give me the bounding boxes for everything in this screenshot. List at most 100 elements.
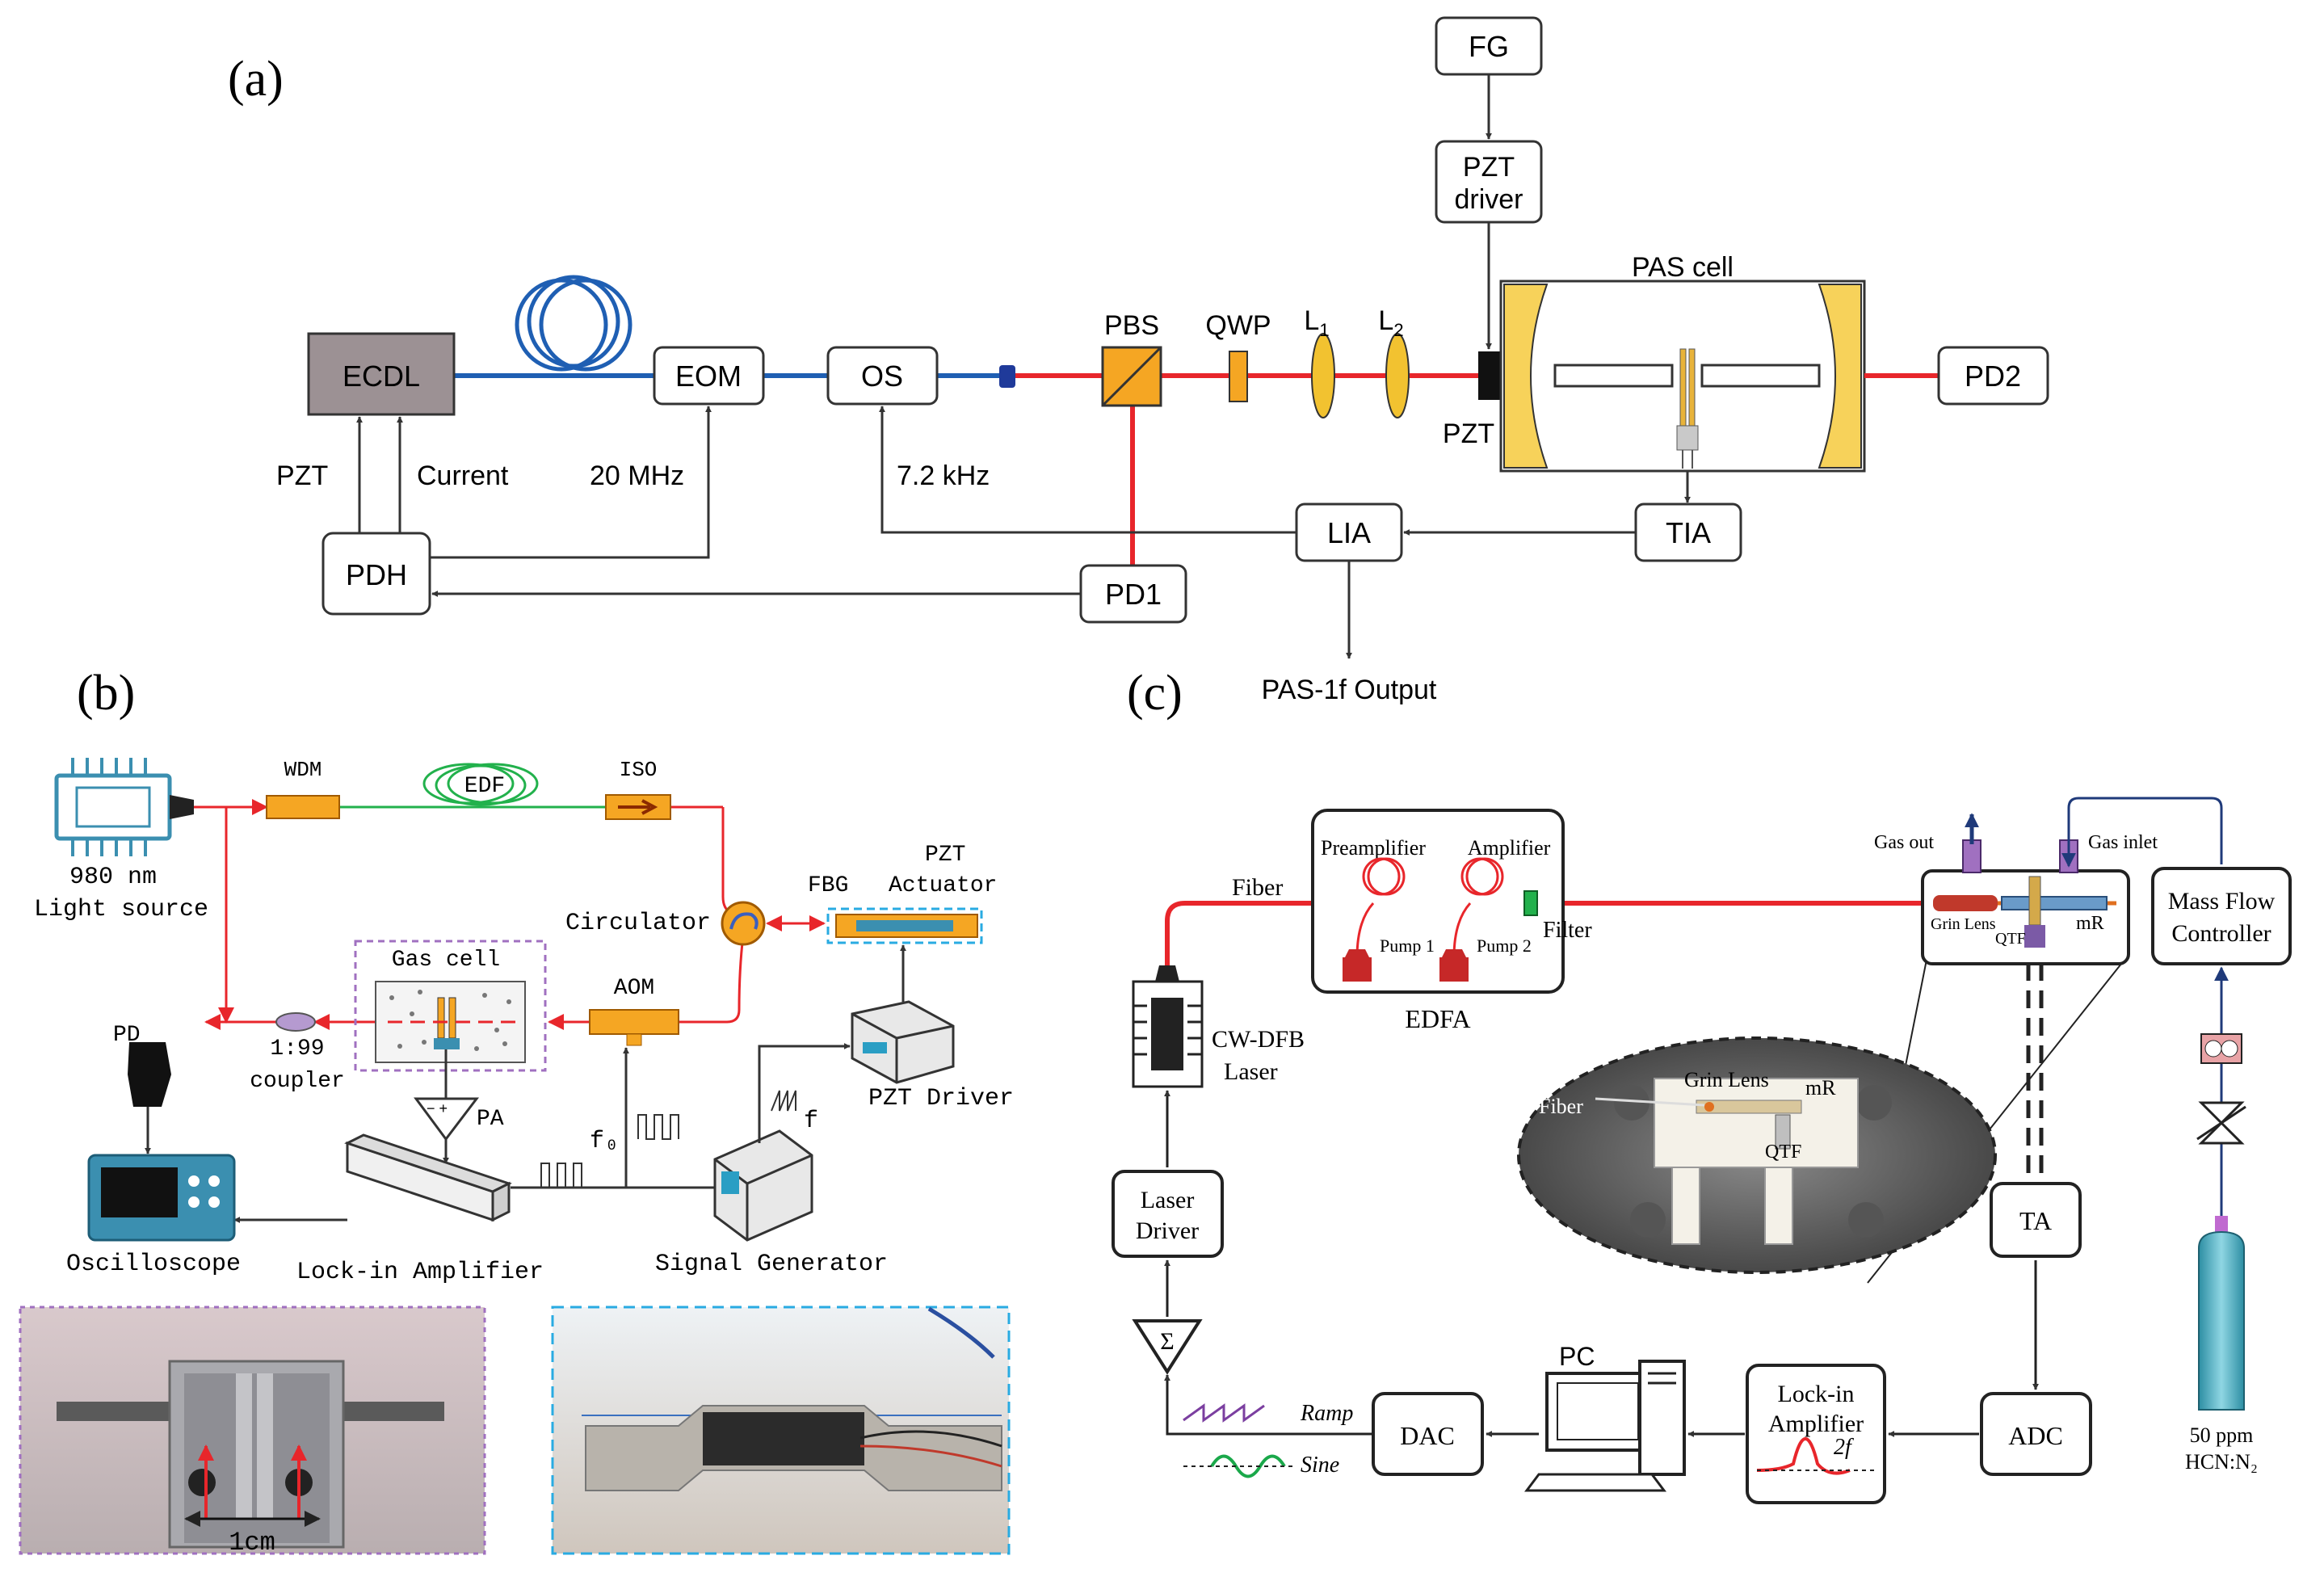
l1-label: L1 (1304, 305, 1329, 340)
edfa-label: EDFA (1405, 1004, 1470, 1033)
resonator-tube-right (1700, 364, 1821, 388)
mfc-box (2151, 867, 2292, 965)
pa-label: PA (477, 1107, 504, 1132)
pdh-label: PDH (346, 558, 407, 591)
pa-icon (414, 1097, 480, 1142)
f-label: f (804, 1108, 818, 1135)
ta-label: TA (2019, 1206, 2052, 1235)
mr-tube-icon (2001, 896, 2108, 910)
pas-cell-label: PAS cell (1632, 252, 1734, 283)
os-label: OS (861, 360, 903, 393)
qtf-label: QTF (1995, 930, 2026, 948)
laser-label-1: CW-DFB (1212, 1026, 1305, 1053)
inset-fiber-label: Fiber (1539, 1095, 1583, 1118)
fbg-grating (856, 920, 953, 931)
fg-label: FG (1469, 30, 1509, 63)
fiber-coil-icon (515, 275, 632, 372)
wdm-icon (266, 795, 340, 819)
gas-label-2: HCN:N₂ (2185, 1450, 2258, 1474)
sigma-icon (1132, 1319, 1203, 1375)
qtf-icon (1676, 348, 1699, 469)
fiber-collimator-icon (999, 365, 1015, 388)
aom-icon (589, 1009, 679, 1035)
gas-inlet-label: Gas inlet (2088, 832, 2158, 853)
amplifier-label: Amplifier (1468, 836, 1551, 860)
mr-label: mR (2076, 913, 2104, 934)
freq-72khz-label: 7.2 kHz (897, 460, 990, 491)
laser-label-2: Laser (1224, 1058, 1278, 1085)
coupler-label-1: 1:99 (270, 1036, 324, 1062)
pzt-mirror-icon (1478, 351, 1501, 400)
sine-wave (1210, 1454, 1286, 1478)
pd1-label: PD1 (1105, 578, 1162, 611)
circulator-arrow-icon (729, 912, 759, 930)
cell-qtf-base (2024, 925, 2045, 948)
current-label: Current (417, 460, 509, 491)
2f-signal-icon (1756, 1437, 1851, 1475)
oscilloscope-label: Oscilloscope (66, 1251, 241, 1278)
computer-icon (1524, 1360, 1686, 1492)
square-wave-2 (540, 1163, 582, 1188)
ramp-label: Ramp (1300, 1401, 1353, 1426)
freq-20mhz-label: 20 MHz (590, 460, 684, 491)
ramp-wave (1183, 1403, 1265, 1423)
panel-c-label: (c) (1127, 666, 1183, 721)
dac-box (1372, 1392, 1484, 1476)
panel-b: (b) 980 nm Light source (19, 666, 1014, 1558)
filter-icon (1523, 890, 1538, 916)
edfa-coils (1355, 857, 1504, 958)
dac-to-sigma-line (1164, 1374, 1373, 1436)
panel-a: (a) ECDL EOM OS PBS (228, 16, 2049, 705)
lia-label: LIA (1327, 516, 1371, 549)
acoustic-cell-box (1921, 869, 2130, 965)
needle-valve-icon (2196, 1101, 2246, 1145)
light-source-icon (54, 758, 194, 856)
l2-label: L2 (1378, 305, 1403, 340)
filter-label: Filter (1543, 918, 1592, 943)
laser-driver-label-2: Driver (1136, 1217, 1199, 1244)
qwp-label: QWP (1205, 310, 1271, 341)
iso-arrow-icon (618, 799, 658, 815)
pzt-mirror-label: PZT (1443, 418, 1494, 449)
coupler-icon (275, 1012, 316, 1032)
pump2-label: Pump 2 (1477, 936, 1532, 956)
tia-label: TIA (1666, 516, 1711, 549)
dfb-laser-icon (1132, 965, 1204, 1088)
pzt-driver-icon (851, 1000, 955, 1084)
pdh-box (321, 532, 431, 616)
pd-icon (128, 1042, 171, 1107)
eom-label: EOM (675, 360, 742, 393)
gas-out-port (1962, 839, 1981, 873)
panel-b-label: (b) (77, 666, 135, 721)
coupler-label-2: coupler (250, 1069, 345, 1094)
pd2-label: PD2 (1965, 360, 2021, 393)
fbg-label: FBG (808, 873, 848, 898)
ecdl-box (307, 332, 456, 416)
source-label-1: 980 nm (69, 864, 157, 891)
edf-coil-icon (422, 763, 539, 806)
square-wave-1 (637, 1114, 679, 1140)
panel-c: (c) Fiber EDFA Preamplifier Amplifier Fi… (1112, 666, 2292, 1504)
pd2-box (1937, 346, 2049, 406)
gas-cell-photo (19, 1306, 486, 1555)
scale-label: 1cm (229, 1528, 275, 1558)
cavity-mirror-left (1503, 284, 1549, 469)
adc-box (1980, 1392, 2092, 1476)
dac-label: DAC (1400, 1421, 1455, 1450)
output-label: PAS-1f Output (1262, 675, 1437, 705)
grin-lens-label: Grin Lens (1931, 915, 1996, 933)
cell-to-ta-cable (2026, 963, 2044, 1179)
lockin-label: Lock-in Amplifier (296, 1259, 544, 1286)
lia-to-os-line (879, 406, 1296, 534)
cavity-mirror-right (1818, 284, 1862, 469)
edfa-box (1311, 809, 1565, 994)
filter-dot-left (2204, 1040, 2222, 1058)
filter-dot-right (2221, 1040, 2238, 1058)
os-box (826, 346, 939, 406)
inset-qtf-label: QTF (1765, 1142, 1801, 1163)
mfc-label-2: Controller (2171, 920, 2271, 947)
f0-label: f₀ (590, 1128, 619, 1155)
sine-label: Sine (1301, 1453, 1339, 1478)
wdm-label: WDM (284, 758, 322, 782)
